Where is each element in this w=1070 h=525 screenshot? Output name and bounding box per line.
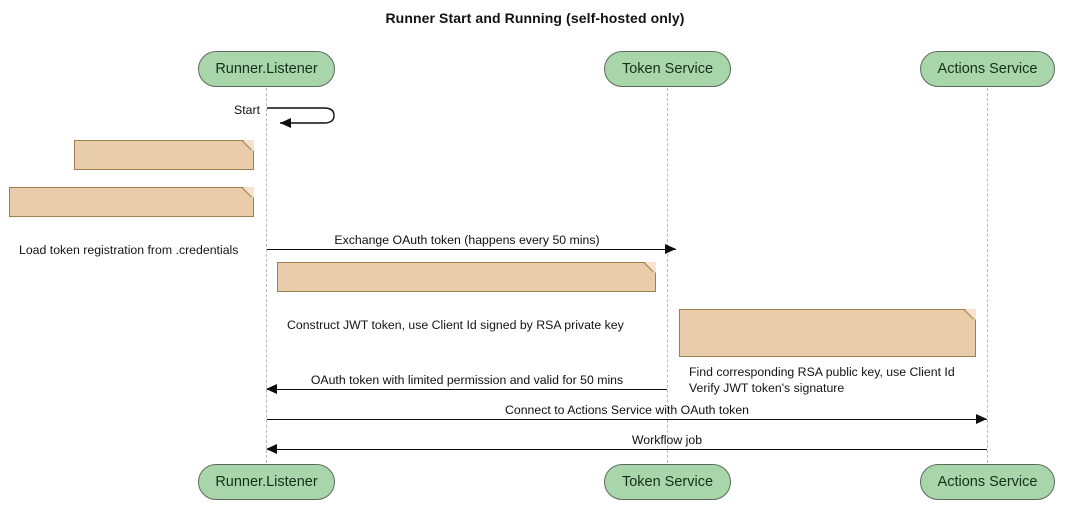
note-construct-jwt-token: Construct JWT token, use Client Id signe…	[277, 262, 656, 332]
participant-label: Actions Service	[937, 61, 1038, 77]
note-fold-edge-icon	[242, 187, 254, 199]
note-text: Construct JWT token, use Client Id signe…	[287, 318, 624, 332]
message-arrow-oauth-token-response	[267, 389, 667, 390]
message-label-start: Start	[234, 103, 260, 117]
message-arrow-workflow-job	[267, 449, 987, 450]
participant-label: Actions Service	[937, 474, 1038, 490]
participant-label: Runner.Listener	[215, 61, 318, 77]
message-label-exchange-oauth-token: Exchange OAuth token (happens every 50 m…	[334, 233, 600, 247]
self-message-start	[266, 103, 346, 133]
note-fold-edge-icon	[644, 262, 656, 274]
message-arrow-exchange-oauth-token	[267, 249, 676, 250]
participant-token-service-top[interactable]: Token Service	[604, 51, 731, 87]
note-verify-jwt-signature: Find corresponding RSA public key, use C…	[679, 309, 976, 395]
message-label-oauth-token-response: OAuth token with limited permission and …	[310, 373, 624, 387]
note-text: Find corresponding RSA public key, use C…	[689, 365, 955, 395]
message-label-workflow-job: Workflow job	[631, 433, 703, 447]
participant-runner-listener-bottom[interactable]: Runner.Listener	[198, 464, 335, 500]
message-label-connect-actions-service: Connect to Actions Service with OAuth to…	[504, 403, 750, 417]
lifeline-actions	[987, 88, 988, 463]
page-title: Runner Start and Running (self-hosted on…	[385, 10, 685, 26]
arrowhead-right-icon	[976, 414, 987, 424]
note-load-token-registration: Load token registration from .credential…	[9, 187, 254, 257]
message-arrow-connect-actions-service	[267, 419, 987, 420]
participant-label: Runner.Listener	[215, 474, 318, 490]
note-fold-edge-icon	[964, 309, 976, 321]
participant-actions-service-bottom[interactable]: Actions Service	[920, 464, 1055, 500]
participant-actions-service-top[interactable]: Actions Service	[920, 51, 1055, 87]
note-text: Load token registration from .credential…	[19, 243, 239, 257]
note-fold-edge-icon	[242, 140, 254, 152]
lifeline-runner	[266, 88, 267, 463]
arrowhead-left-icon	[266, 384, 277, 394]
arrowhead-left-icon	[266, 444, 277, 454]
lifeline-token	[667, 88, 668, 463]
participant-token-service-bottom[interactable]: Token Service	[604, 464, 731, 500]
arrowhead-right-icon	[665, 244, 676, 254]
participant-label: Token Service	[621, 61, 714, 77]
participant-label: Token Service	[621, 474, 714, 490]
participant-runner-listener-top[interactable]: Runner.Listener	[198, 51, 335, 87]
note-load-config: Load config info from .runner	[74, 140, 254, 210]
